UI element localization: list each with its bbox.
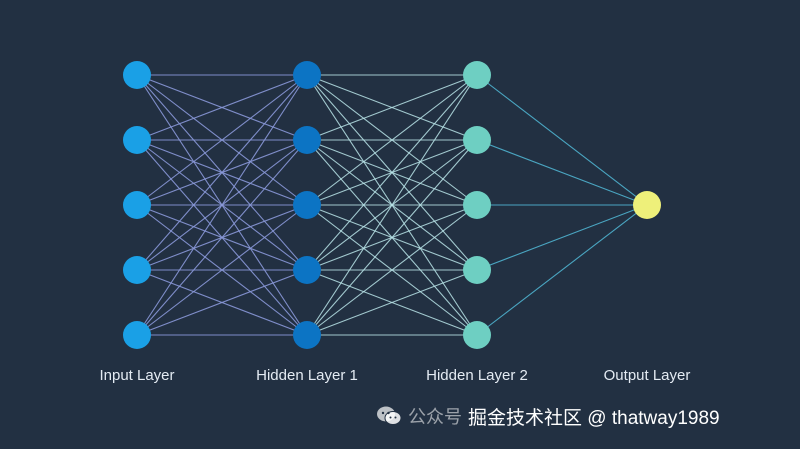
edge-l1-n4-to-l2-n1 [306,139,478,336]
edges [136,74,648,336]
edge-l1-n4-to-l2-n3 [306,269,478,336]
edge-l0-n3-to-l1-n0 [136,74,308,271]
node-layer2-3 [463,256,491,284]
node-layer0-2 [123,191,151,219]
node-layer2-1 [463,126,491,154]
edge-l0-n4-to-l1-n3 [136,269,308,336]
edge-l2-n1-to-l3-n0 [476,139,648,206]
edge-l2-n0-to-l3-n0 [476,74,648,206]
layer-label-input: Input Layer [99,367,175,384]
node-layer1-2 [293,191,321,219]
node-layer1-1 [293,126,321,154]
wechat-icon [376,405,402,427]
layer-label-hidden-2: Hidden Layer 2 [426,367,528,384]
node-layer0-0 [123,61,151,89]
edge-l2-n3-to-l3-n0 [476,204,648,271]
edge-l1-n4-to-l2-n2 [306,204,478,336]
edge-l1-n4-to-l2-n0 [306,74,478,336]
node-layer1-3 [293,256,321,284]
node-layer0-4 [123,321,151,349]
node-layer0-3 [123,256,151,284]
node-layer2-4 [463,321,491,349]
edge-l2-n4-to-l3-n0 [476,204,648,336]
watermark: 公众号 掘金技术社区 @ thatway1989 [376,403,720,429]
node-layer1-4 [293,321,321,349]
layer-label-hidden-1: Hidden Layer 1 [256,367,358,384]
layer-label-output: Output Layer [603,367,691,384]
node-layer0-1 [123,126,151,154]
edge-l1-n2-to-l2-n0 [306,74,478,206]
edge-l0-n4-to-l1-n1 [136,139,308,336]
edge-l0-n4-to-l1-n0 [136,74,308,336]
watermark-text-author: 掘金技术社区 @ thatway1989 [468,407,720,429]
edge-l1-n1-to-l2-n0 [306,74,478,141]
node-layer2-0 [463,61,491,89]
edge-l0-n2-to-l1-n0 [136,74,308,206]
edge-l1-n3-to-l2-n0 [306,74,478,271]
node-layer2-2 [463,191,491,219]
node-layer1-0 [293,61,321,89]
edge-l0-n4-to-l1-n2 [136,204,308,336]
node-layer3-0 [633,191,661,219]
nodes [123,61,661,349]
watermark-text-account: 公众号 [408,407,462,427]
edge-l0-n1-to-l1-n0 [136,74,308,141]
